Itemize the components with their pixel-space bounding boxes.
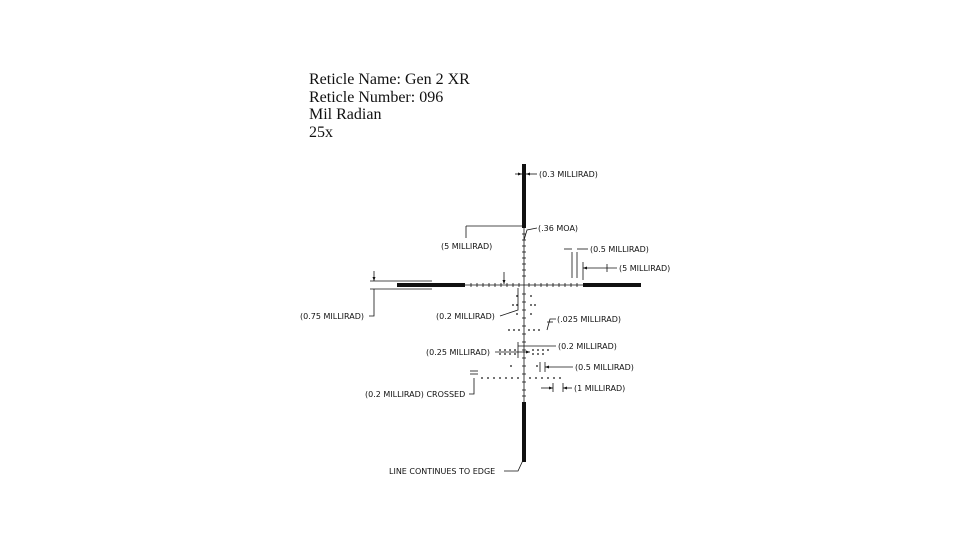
label-post-width: (0.3 MILLIRAD) [539, 170, 598, 179]
reticle-magnification: 25x [309, 123, 333, 141]
reticle-number: Reticle Number: 096 [309, 88, 444, 106]
reticle-header: Reticle Name: Gen 2 XR Reticle Number: 0… [309, 71, 470, 141]
label-dot-row: (0.2 MILLIRAD) [558, 342, 617, 351]
label-bar-thickness: (0.75 MILLIRAD) [300, 312, 364, 321]
label-crossed: (0.2 MILLIRAD) CROSSED [365, 390, 465, 399]
label-one-milrad: (1 MILLIRAD) [574, 384, 625, 393]
label-quarter-milrad: (0.25 MILLIRAD) [426, 348, 490, 357]
label-tick-spacing: (0.2 MILLIRAD) [436, 312, 495, 321]
holdover-dot-grid [481, 295, 561, 379]
reticle-name: Reticle Name: Gen 2 XR [309, 71, 470, 88]
label-center-gap: (.36 MOA) [538, 224, 578, 233]
dimension-lines [369, 172, 617, 472]
label-five-milrad: (5 MILLIRAD) [619, 264, 670, 273]
label-half-tick: (0.5 MILLIRAD) [590, 245, 649, 254]
reticle-unit: Mil Radian [309, 106, 382, 123]
horizontal-ticks [470, 283, 578, 287]
label-fine-dot: (.025 MILLIRAD) [557, 315, 621, 324]
vertical-ticks [522, 233, 526, 397]
label-top-distance: (5 MILLIRAD) [441, 242, 492, 251]
label-line-to-edge: LINE CONTINUES TO EDGE [389, 467, 495, 476]
label-half-milrad-lower: (0.5 MILLIRAD) [575, 363, 634, 372]
